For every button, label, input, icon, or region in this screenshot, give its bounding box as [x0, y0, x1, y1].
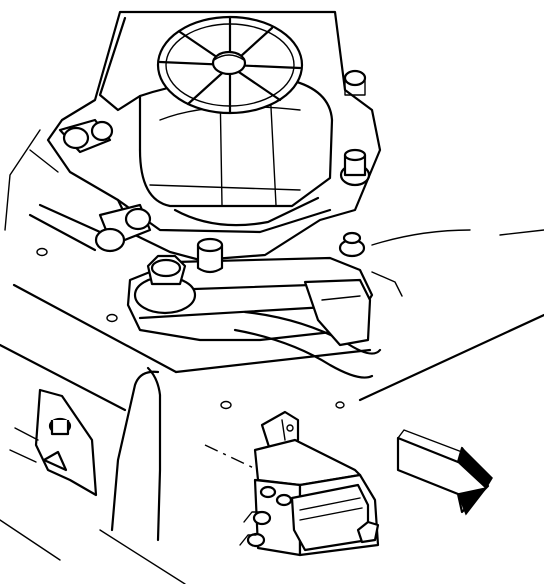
intake-manifold: [0, 129, 544, 584]
hex-bolt-front: [133, 254, 197, 315]
mounting-bracket: [9, 388, 98, 497]
bolt-right-upper: [339, 148, 371, 187]
vacuum-hose: [233, 278, 382, 379]
bolt-center: [196, 237, 224, 274]
assembly-centerline: [204, 444, 259, 471]
bolt-right-lower: [338, 231, 366, 258]
throttle-linkage-studs: [28, 118, 152, 253]
wire-harness: [110, 366, 162, 542]
wing-nut-wheel: [156, 15, 304, 115]
bolt-top-right: [343, 69, 367, 96]
front-direction-arrow-icon: [396, 429, 493, 516]
relay-module: [239, 410, 380, 557]
